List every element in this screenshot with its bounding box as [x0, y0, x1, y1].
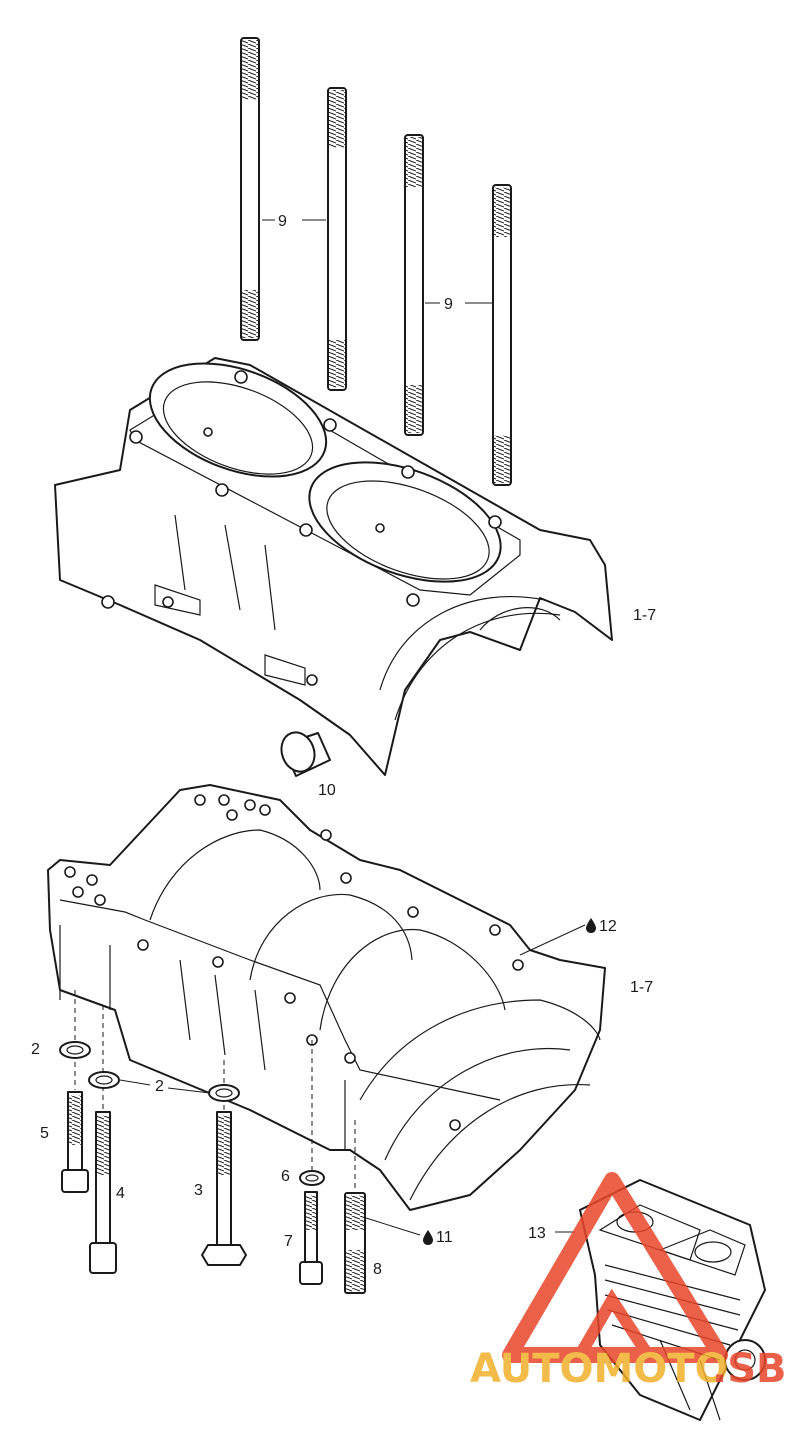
label-oil-point-11: 11: [436, 1229, 453, 1246]
label-engine-13: 13: [528, 1225, 546, 1242]
upper-crankcase: [54, 357, 613, 776]
plug: [280, 731, 331, 777]
watermark-text-1: AUTOMOTO: [470, 1346, 729, 1392]
label-oil-point-12: 12: [599, 918, 617, 935]
lower-crankcase: [47, 784, 606, 1211]
label-screw-5: 5: [40, 1125, 49, 1142]
label-stud-8: 8: [373, 1261, 382, 1278]
label-screw-4: 4: [116, 1185, 125, 1202]
bolt-3: [201, 1111, 247, 1266]
stud-1: [240, 37, 260, 341]
stud-2: [327, 87, 347, 391]
leader-lines: [119, 219, 586, 1236]
washers: [59, 1041, 325, 1186]
screw-7: [299, 1191, 323, 1285]
label-washer-6: 6: [281, 1168, 290, 1185]
stud-3: [404, 134, 424, 436]
watermark-text-2: .SB: [712, 1346, 787, 1392]
label-stud-9a: 9: [278, 213, 287, 230]
callout-labels: 9 9 1-7 10 12 1-7 2 2 5 4 3 6 7 8 11 13: [31, 213, 656, 1278]
stud-4: [492, 184, 512, 486]
label-screw-7: 7: [284, 1233, 293, 1250]
fasteners: [61, 1091, 366, 1294]
upper-studs: [240, 37, 512, 486]
label-washer-2a: 2: [31, 1041, 40, 1058]
label-washer-2b: 2: [155, 1078, 164, 1095]
oil-drop-icon: [423, 1230, 433, 1245]
alignment-lines: [74, 990, 356, 1195]
label-plug: 10: [318, 782, 336, 799]
stud-8: [344, 1192, 366, 1294]
label-lower-case: 1-7: [630, 979, 653, 996]
screw-4: [89, 1111, 117, 1274]
label-stud-9b: 9: [444, 296, 453, 313]
oil-drop-icon: [586, 918, 596, 933]
screw-5: [61, 1091, 89, 1193]
label-bolt-3: 3: [194, 1182, 203, 1199]
label-upper-case: 1-7: [633, 607, 656, 624]
watermark-logo: AUTOMOTO .SB: [470, 1172, 787, 1392]
